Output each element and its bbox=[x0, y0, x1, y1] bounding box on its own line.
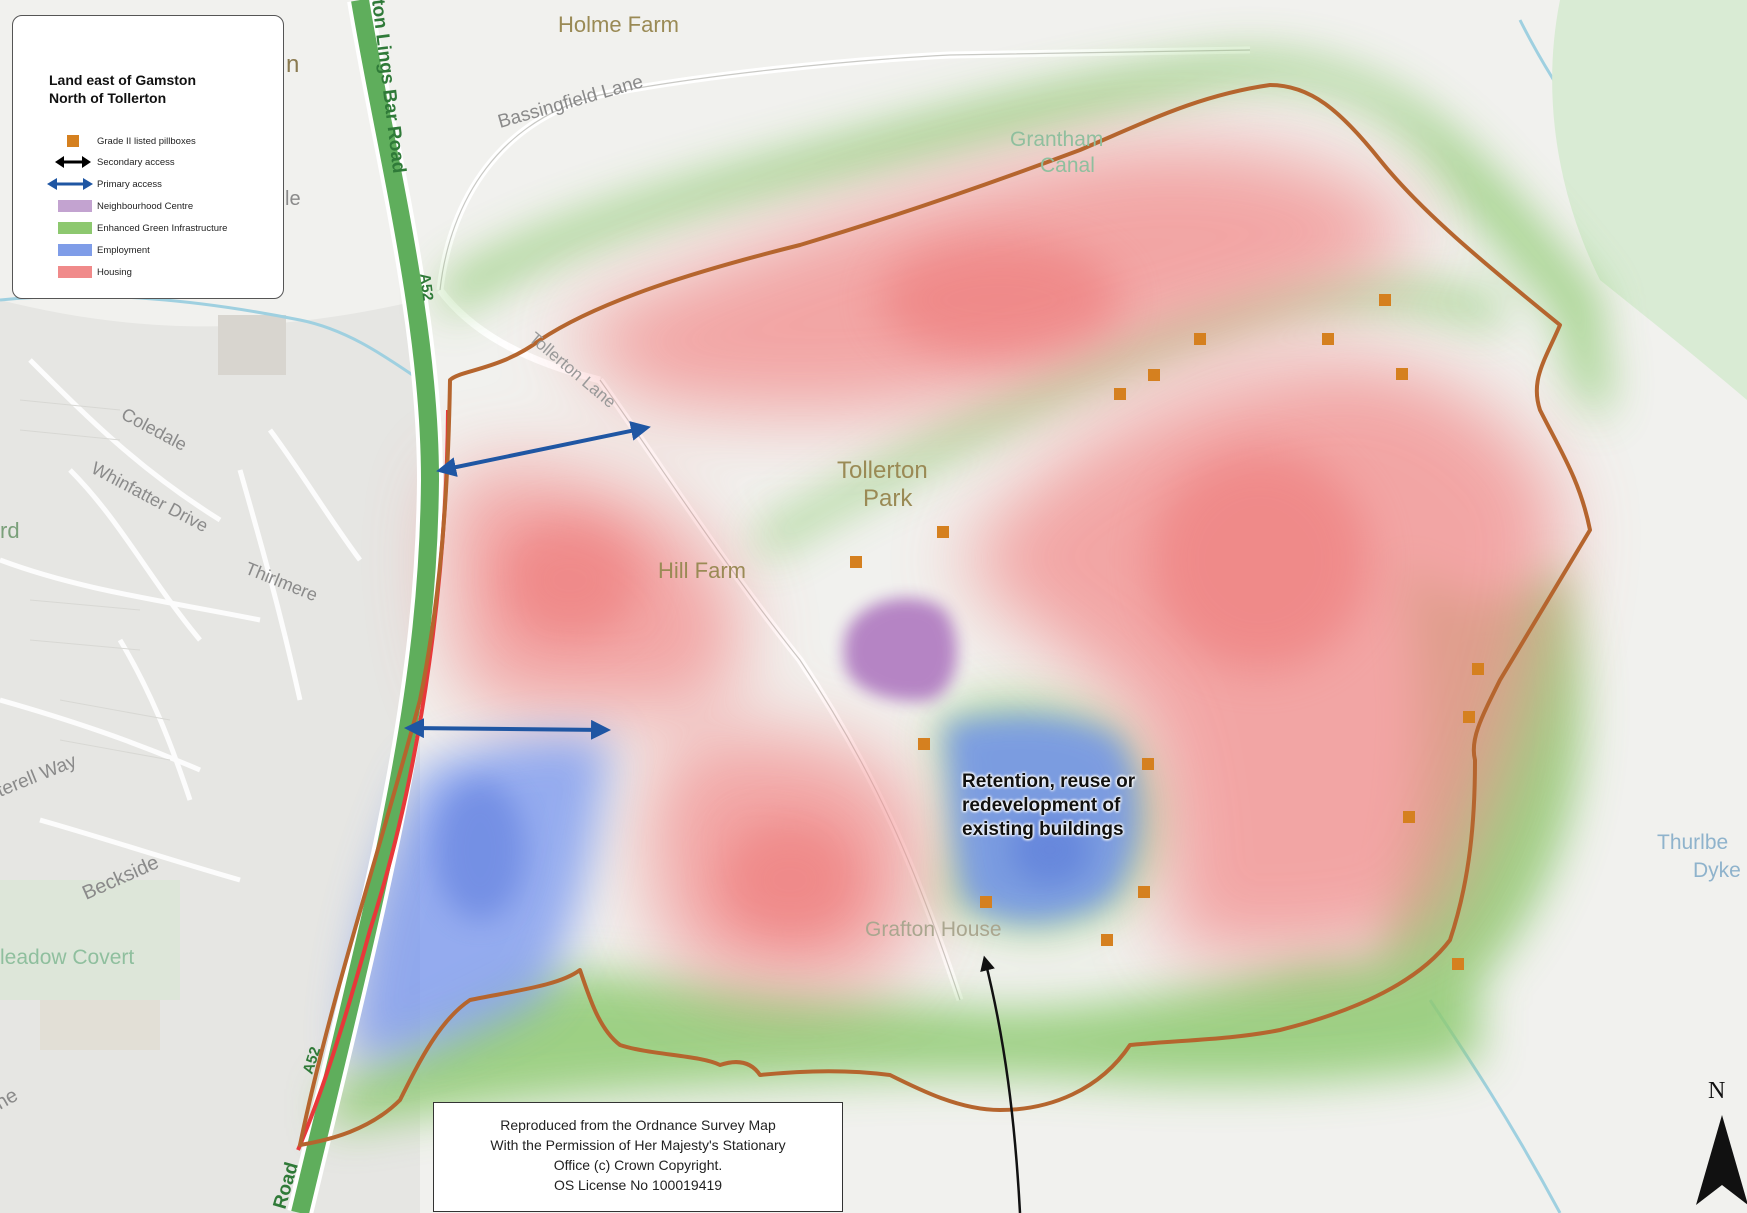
legend-title-line2: North of Tollerton bbox=[49, 90, 167, 106]
neighbourhood-centre bbox=[843, 598, 957, 701]
pillbox-marker bbox=[918, 738, 930, 750]
legend-item-secondary-access: Secondary access bbox=[47, 153, 175, 171]
legend-title-line1: Land east of Gamston bbox=[49, 72, 197, 88]
legend-label: Employment bbox=[97, 244, 150, 256]
legend-item-employment: Employment bbox=[47, 241, 150, 259]
urban-area bbox=[0, 300, 420, 1213]
blue-double-arrow-icon bbox=[47, 177, 93, 191]
primary-access-arrow-south bbox=[404, 718, 611, 740]
annotation-existing-buildings: Retention, reuse or redevelopment of exi… bbox=[962, 770, 1135, 842]
pillbox-marker bbox=[1322, 333, 1334, 345]
north-arrow-icon bbox=[1696, 1115, 1747, 1205]
label-hill-farm: Hill Farm bbox=[658, 558, 746, 583]
copyright-line: Reproduced from the Ordnance Survey Map bbox=[500, 1117, 776, 1133]
copyright-line: Office (c) Crown Copyright. bbox=[553, 1157, 723, 1173]
pillbox-marker bbox=[1379, 294, 1391, 306]
annotation-line: existing buildings bbox=[962, 819, 1124, 840]
square-marker-icon bbox=[47, 134, 93, 148]
blue-swatch-icon bbox=[47, 243, 93, 257]
legend-item-green-infrastructure: Enhanced Green Infrastructure bbox=[47, 219, 227, 237]
purple-swatch-icon bbox=[47, 199, 93, 213]
label-thurlbeck-1: Thurlbe bbox=[1657, 831, 1728, 854]
legend-label: Primary access bbox=[97, 178, 162, 190]
pillbox-marker bbox=[1101, 934, 1113, 946]
copyright-line: OS License No 100019419 bbox=[553, 1177, 723, 1193]
legend-label: Enhanced Green Infrastructure bbox=[97, 222, 228, 234]
label-edge-rd: rd bbox=[0, 518, 20, 543]
pillbox-markers bbox=[850, 294, 1484, 970]
copyright-line: With the Permission of Her Majesty's Sta… bbox=[490, 1137, 786, 1153]
legend-item-pillboxes: Grade II listed pillboxes bbox=[47, 132, 196, 150]
label-grafton-house: Grafton House bbox=[865, 918, 1002, 941]
label-holme-farm: Holme Farm bbox=[558, 12, 679, 37]
label-tollerton-park-1: Tollerton bbox=[837, 457, 928, 484]
legend-title: Land east of Gamston North of Tollerton bbox=[49, 71, 196, 107]
label-meadow-covert: leadow Covert bbox=[0, 946, 134, 969]
pillbox-marker bbox=[1463, 711, 1475, 723]
legend-label: Housing bbox=[97, 266, 132, 278]
pillbox-marker bbox=[850, 556, 862, 568]
pillbox-marker bbox=[1138, 886, 1150, 898]
annotation-arrow bbox=[980, 955, 1022, 1213]
pillbox-marker bbox=[1472, 663, 1484, 675]
label-a52-north: A52 bbox=[416, 272, 436, 301]
pillbox-marker bbox=[1142, 758, 1154, 770]
label-grantham-canal-2: Canal bbox=[1040, 154, 1095, 177]
copyright-notice: Reproduced from the Ordnance Survey Map … bbox=[433, 1102, 843, 1212]
pillbox-marker bbox=[1194, 333, 1206, 345]
legend-item-housing: Housing bbox=[47, 263, 132, 281]
pillbox-marker bbox=[937, 526, 949, 538]
north-label: N bbox=[1708, 1078, 1726, 1104]
black-double-arrow-icon bbox=[47, 155, 93, 169]
pillbox-marker bbox=[1148, 369, 1160, 381]
pillbox-marker bbox=[1396, 368, 1408, 380]
label-edge-le: le bbox=[285, 188, 301, 210]
legend: Land east of Gamston North of Tollerton … bbox=[12, 15, 284, 299]
label-thurlbeck-2: Dyke bbox=[1693, 859, 1741, 882]
legend-label: Grade II listed pillboxes bbox=[97, 135, 196, 147]
label-tollerton-park-2: Park bbox=[863, 485, 913, 512]
label-edge-n: n bbox=[286, 51, 299, 78]
annotation-line: Retention, reuse or bbox=[962, 771, 1136, 792]
pillbox-marker bbox=[1452, 958, 1464, 970]
site-boundary bbox=[298, 83, 1592, 1147]
primary-access-arrow-north bbox=[436, 421, 651, 477]
red-swatch-icon bbox=[47, 265, 93, 279]
annotation-line: redevelopment of bbox=[962, 795, 1121, 816]
green-swatch-icon bbox=[47, 221, 93, 235]
legend-label: Secondary access bbox=[97, 156, 175, 168]
pillbox-marker bbox=[1403, 811, 1415, 823]
pillbox-marker bbox=[1114, 388, 1126, 400]
legend-item-primary-access: Primary access bbox=[47, 175, 162, 193]
pillbox-marker bbox=[980, 896, 992, 908]
legend-item-neighbourhood-centre: Neighbourhood Centre bbox=[47, 197, 193, 215]
label-grantham-canal-1: Grantham bbox=[1010, 128, 1103, 151]
legend-label: Neighbourhood Centre bbox=[97, 200, 194, 212]
